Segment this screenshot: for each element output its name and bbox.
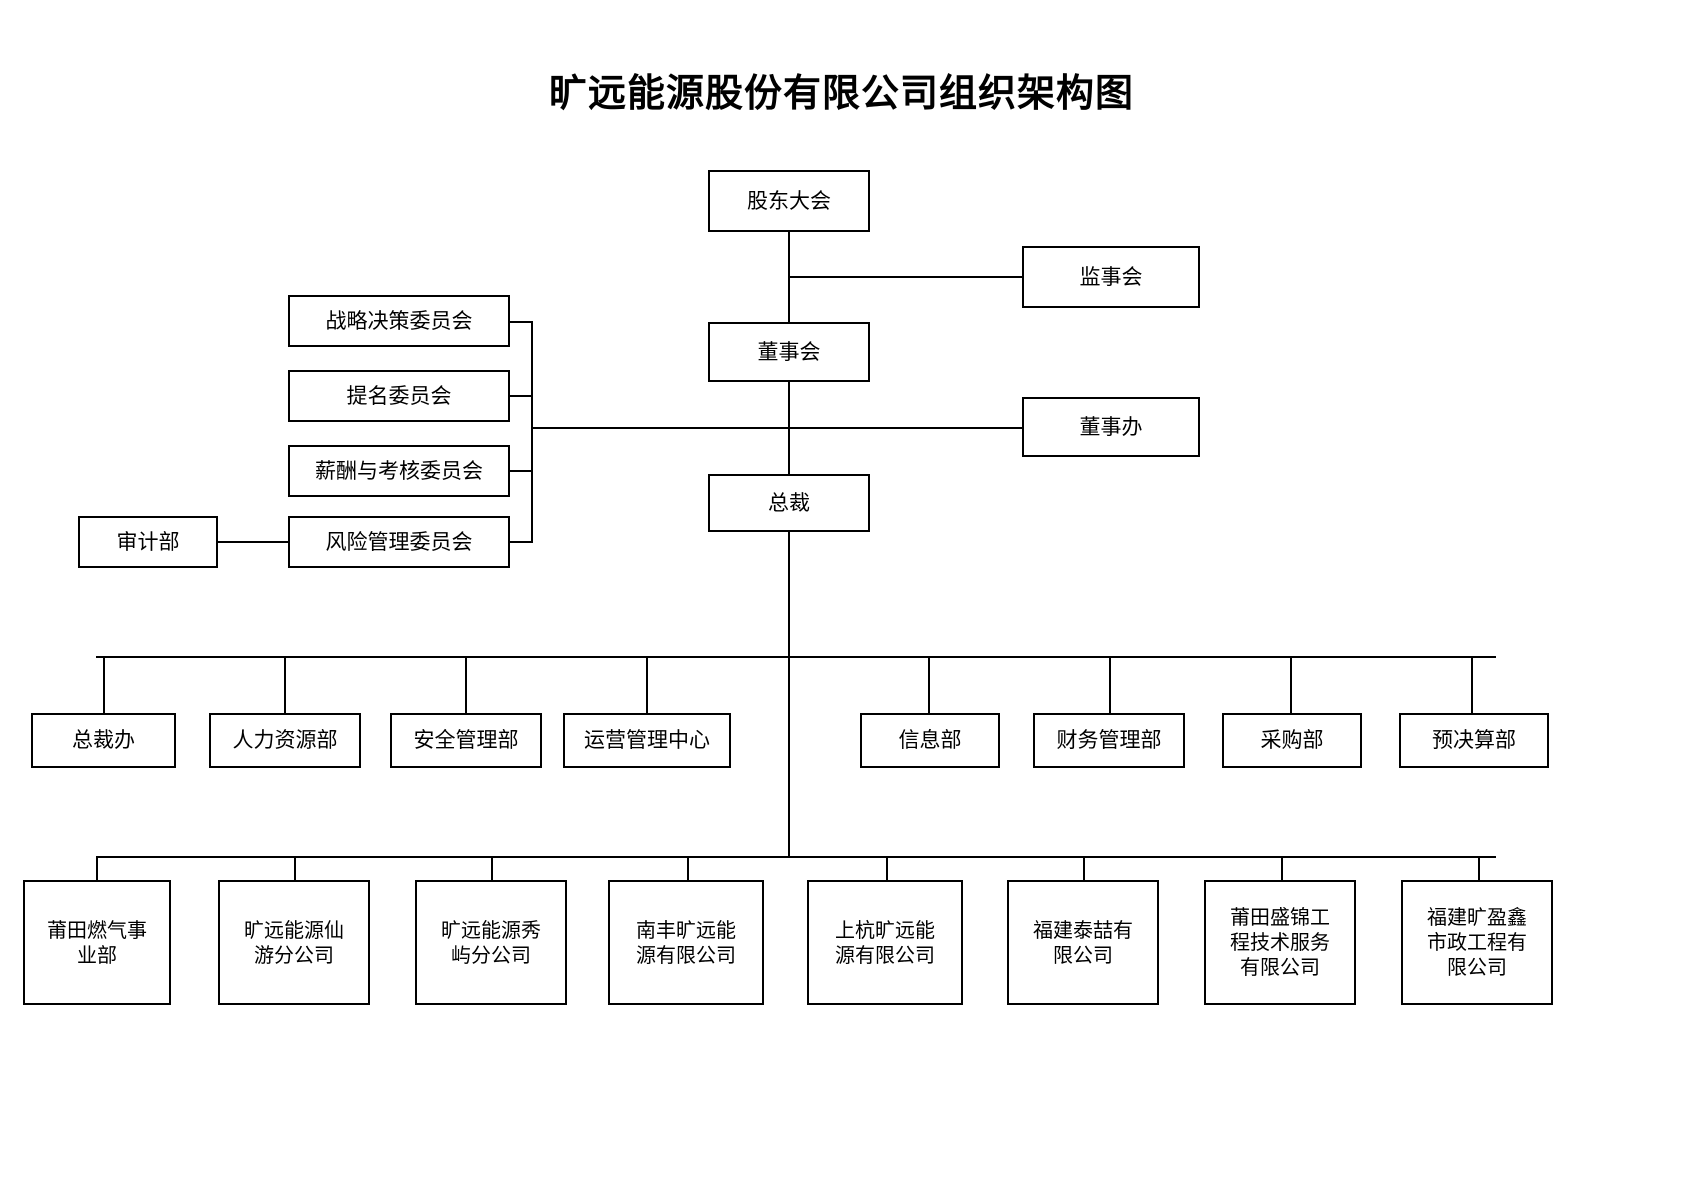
- node-label: 信息部: [898, 728, 962, 753]
- connector-department-bus: [96, 656, 1496, 658]
- node-shareholders-meeting[interactable]: 股东大会: [708, 170, 870, 232]
- node-department-presidents-office[interactable]: 总裁办: [31, 713, 176, 768]
- connector-committee-nomination: [510, 395, 533, 397]
- node-label: 南丰旷远能 源有限公司: [636, 917, 736, 967]
- node-department-human-resources[interactable]: 人力资源部: [209, 713, 361, 768]
- node-committee-nomination[interactable]: 提名委员会: [288, 370, 510, 422]
- node-department-procurement[interactable]: 采购部: [1222, 713, 1362, 768]
- connector-committee-risk: [510, 541, 533, 543]
- connector-board-to-committee-bus: [533, 427, 790, 429]
- node-department-safety-management[interactable]: 安全管理部: [390, 713, 542, 768]
- node-subsidiary-xiuyu-branch[interactable]: 旷远能源秀 屿分公司: [415, 880, 567, 1005]
- node-label: 福建旷盈鑫 市政工程有 限公司: [1427, 905, 1527, 979]
- node-label: 提名委员会: [346, 383, 452, 408]
- node-audit-department[interactable]: 审计部: [78, 516, 218, 568]
- node-label: 运营管理中心: [584, 728, 710, 753]
- node-board-of-directors[interactable]: 董事会: [708, 322, 870, 382]
- connector-committee-compensation: [510, 470, 533, 472]
- node-subsidiary-xianyou-branch[interactable]: 旷远能源仙 游分公司: [218, 880, 370, 1005]
- node-subsidiary-fujian-taizhe[interactable]: 福建泰喆有 限公司: [1007, 880, 1159, 1005]
- node-subsidiary-shanghang-energy[interactable]: 上杭旷远能 源有限公司: [807, 880, 963, 1005]
- connector-to-supervisors: [788, 276, 1022, 278]
- node-label: 预决算部: [1432, 728, 1516, 753]
- node-label: 莆田燃气事 业部: [47, 917, 147, 967]
- node-board-office[interactable]: 董事办: [1022, 397, 1200, 457]
- node-department-budget-settlement[interactable]: 预决算部: [1399, 713, 1549, 768]
- node-label: 总裁办: [72, 728, 135, 753]
- node-label: 审计部: [116, 529, 180, 554]
- connector-to-board-office: [788, 427, 1022, 429]
- node-label: 总裁: [768, 490, 810, 515]
- node-department-finance-management[interactable]: 财务管理部: [1033, 713, 1185, 768]
- node-department-information[interactable]: 信息部: [860, 713, 1000, 768]
- node-label: 人力资源部: [232, 728, 338, 753]
- node-committee-strategy[interactable]: 战略决策委员会: [288, 295, 510, 347]
- connector-dept-drop-8: [1471, 656, 1473, 713]
- node-label: 莆田盛锦工 程技术服务 有限公司: [1230, 905, 1330, 979]
- connector-dept-drop-7: [1290, 656, 1292, 713]
- connector-dept-drop-6: [1109, 656, 1111, 713]
- connector-committee-strategy: [510, 321, 533, 323]
- node-label: 董事会: [757, 339, 821, 364]
- node-subsidiary-putian-shengjin[interactable]: 莆田盛锦工 程技术服务 有限公司: [1204, 880, 1356, 1005]
- node-label: 旷远能源仙 游分公司: [244, 917, 344, 967]
- connector-subsidiary-bus: [96, 856, 1496, 858]
- node-subsidiary-fujian-kuangyingxin[interactable]: 福建旷盈鑫 市政工程有 限公司: [1401, 880, 1553, 1005]
- node-label: 股东大会: [747, 188, 831, 213]
- connector-president-spine: [788, 532, 790, 857]
- node-label: 监事会: [1079, 264, 1143, 289]
- node-subsidiary-putian-gas-division[interactable]: 莆田燃气事 业部: [23, 880, 171, 1005]
- node-label: 战略决策委员会: [325, 308, 473, 333]
- node-committee-risk[interactable]: 风险管理委员会: [288, 516, 510, 568]
- connector-dept-drop-1: [103, 656, 105, 713]
- page-title: 旷远能源股份有限公司组织架构图: [548, 70, 1134, 115]
- node-committee-compensation[interactable]: 薪酬与考核委员会: [288, 445, 510, 497]
- connector-committee-bus: [531, 322, 533, 542]
- node-board-of-supervisors[interactable]: 监事会: [1022, 246, 1200, 308]
- connector-dept-drop-4: [646, 656, 648, 713]
- connector-dept-drop-3: [465, 656, 467, 713]
- node-label: 安全管理部: [413, 728, 519, 753]
- node-department-operations-center[interactable]: 运营管理中心: [563, 713, 731, 768]
- node-label: 采购部: [1260, 728, 1324, 753]
- node-president[interactable]: 总裁: [708, 474, 870, 532]
- node-label: 董事办: [1079, 414, 1143, 439]
- node-label: 上杭旷远能 源有限公司: [835, 917, 935, 967]
- connector-dept-drop-5: [928, 656, 930, 713]
- node-label: 福建泰喆有 限公司: [1033, 917, 1133, 967]
- connector-dept-drop-2: [284, 656, 286, 713]
- connector-audit-to-risk-committee: [218, 541, 290, 543]
- node-label: 风险管理委员会: [325, 529, 473, 554]
- node-label: 旷远能源秀 屿分公司: [441, 917, 541, 967]
- node-label: 薪酬与考核委员会: [315, 458, 483, 483]
- node-label: 财务管理部: [1056, 728, 1162, 753]
- node-subsidiary-nanfeng-energy[interactable]: 南丰旷远能 源有限公司: [608, 880, 764, 1005]
